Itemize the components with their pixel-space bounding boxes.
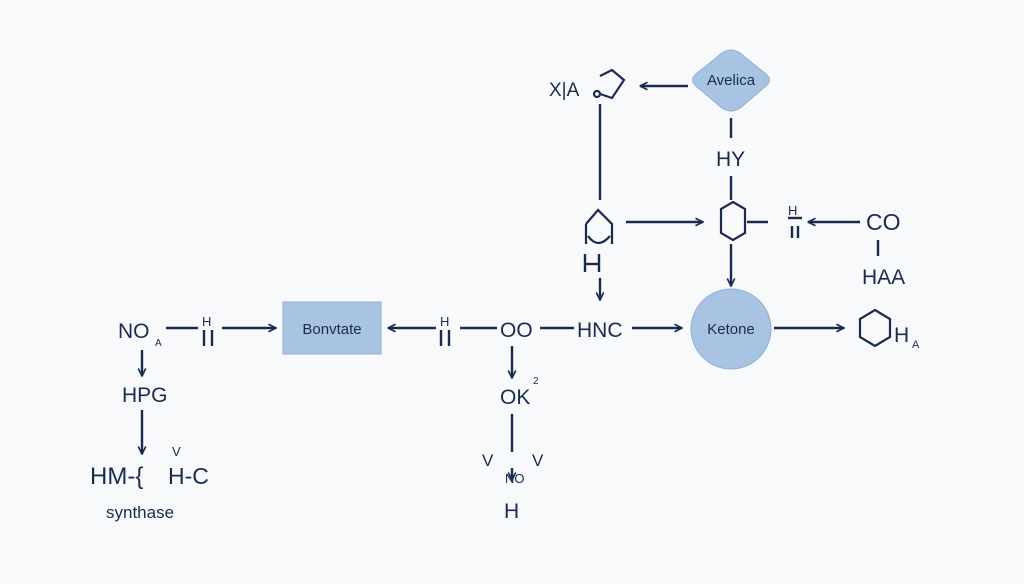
right-hexagon-icon <box>858 308 892 348</box>
ok-sup-label: 2 <box>533 376 539 387</box>
v-small-label: V <box>172 444 181 459</box>
haa-label: HAA <box>862 266 905 289</box>
h-c-label: H-C <box>168 463 209 489</box>
no-small-label: NO <box>505 471 525 486</box>
h-right-sub-label: A <box>912 339 920 351</box>
half-ring-molecule-icon <box>584 208 614 244</box>
hnc-label: HNC <box>577 319 623 342</box>
hpg-label: HPG <box>122 384 168 407</box>
ketone-node[interactable]: Ketone <box>690 288 772 370</box>
no-left-label: NO <box>118 320 150 343</box>
avelica-node[interactable]: Avelica <box>692 49 770 112</box>
avelica-label: Avelica <box>707 72 756 89</box>
h-small-mid-label: H <box>440 314 449 329</box>
h-small-left-label: H <box>202 314 211 329</box>
bonvtate-node[interactable]: Bonvtate <box>282 301 382 355</box>
v-right-label: V <box>532 451 544 470</box>
half-ring-arc-icon <box>587 235 611 245</box>
hm-label: HM-{ <box>90 463 143 490</box>
synthase-label: synthase <box>106 503 174 522</box>
h-small-top-label: H <box>788 203 797 218</box>
ok-label: OK <box>500 386 530 409</box>
center-hexagon-icon <box>719 200 747 242</box>
hy-label: HY <box>716 148 745 171</box>
co-label: CO <box>866 209 901 235</box>
xia-label: X|A <box>549 80 580 101</box>
ketone-label: Ketone <box>707 321 755 338</box>
oo-label: OO <box>500 319 533 342</box>
no-left-sub-label: A <box>155 338 162 349</box>
h-bottom-label: H <box>504 500 519 523</box>
bonvtate-label: Bonvtate <box>302 321 361 338</box>
ring-o-icon <box>592 89 602 99</box>
molecule-ring-top-icon <box>599 68 626 100</box>
h-right-label: H <box>894 324 909 347</box>
v-left-label: V <box>482 451 494 470</box>
